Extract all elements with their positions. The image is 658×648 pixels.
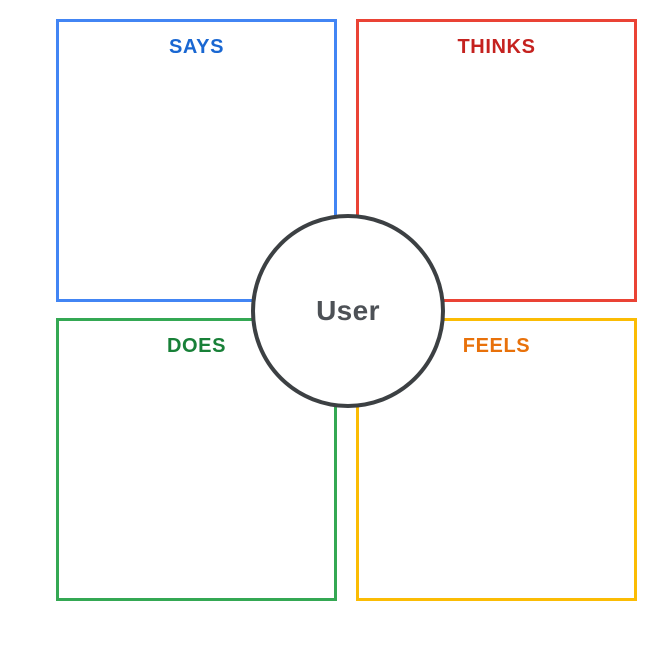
does-quadrant-label: DOES [166,335,227,357]
thinks-quadrant-label: THINKS [457,36,536,58]
does-quadrant[interactable]: DOES [56,318,337,601]
user-circle[interactable]: User [251,214,445,408]
thinks-quadrant[interactable]: THINKS [356,19,637,302]
feels-quadrant[interactable]: FEELS [356,318,637,601]
feels-quadrant-label: FEELS [462,335,531,357]
says-quadrant-label: SAYS [168,36,225,58]
user-circle-label: User [316,295,380,326]
says-quadrant[interactable]: SAYS [56,19,337,302]
